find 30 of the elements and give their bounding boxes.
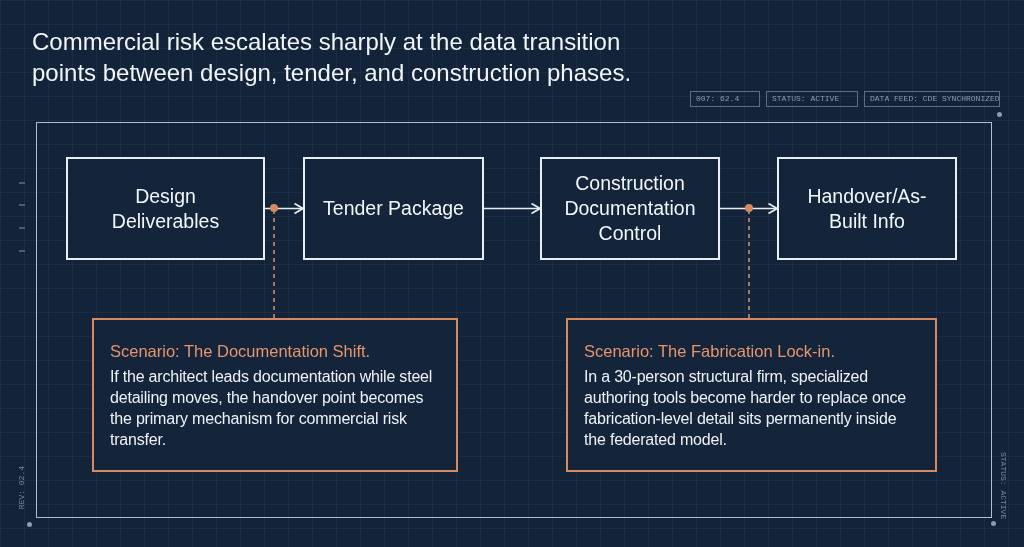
process-label: Construction Documentation Control	[563, 171, 697, 246]
status-tag	[690, 91, 760, 107]
process-box	[540, 157, 720, 260]
margin-label: REV: 02.4	[17, 466, 27, 510]
tag-label: 007: 62.4	[696, 94, 740, 104]
process-box	[777, 157, 957, 260]
scenario-text: If the architect leads documentation while steel detailing moves, the handover point becomes the primary mechanism for commercial risk transfer.	[110, 367, 434, 450]
leader-line	[273, 211, 275, 319]
title: Commercial risk escalates sharply at the data transition points between design, tender, and construction phases.	[32, 27, 633, 88]
process-label: Design Deliverables	[110, 183, 221, 234]
scenario-title: Scenario: The Documentation Shift.	[110, 341, 372, 362]
process-box	[303, 157, 484, 260]
tag-label: STATUS: ACTIVE	[772, 94, 840, 104]
margin-label: STATUS: ACTIVE	[998, 452, 1008, 520]
process-box	[66, 157, 265, 260]
process-label: Tender Package	[323, 196, 464, 221]
process-label: Handover/As-Built Info	[806, 183, 928, 234]
junction-circle-icon	[745, 204, 753, 212]
arrow	[483, 202, 541, 215]
scenario-card	[92, 318, 458, 472]
leader-line	[748, 211, 750, 319]
scenario-title: Scenario: The Fabrication Lock-in.	[584, 341, 836, 362]
scenario-card	[566, 318, 937, 472]
scenario-text: In a 30-person structural firm, specialized authoring tools become harder to replace once fabrication-level detail sits permanently inside the federated model.	[584, 367, 907, 450]
arrow	[719, 202, 778, 215]
arrow	[264, 202, 304, 215]
status-tag	[766, 91, 858, 107]
junction-circle-icon	[270, 204, 278, 212]
status-tag	[864, 91, 1000, 107]
tag-label: DATA FEED: CDE SYNCHRONIZED	[870, 94, 1000, 104]
